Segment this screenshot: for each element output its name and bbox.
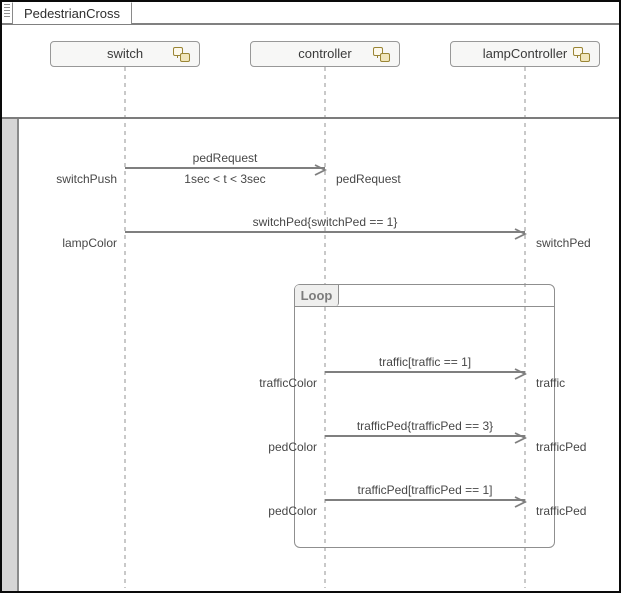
chart-badge-icon [173, 47, 190, 62]
lifeline-switch[interactable] [124, 67, 126, 588]
tab-bar: PedestrianCross [2, 2, 619, 25]
lifeline-name-label: lampController [482, 46, 568, 61]
target-gate-label[interactable]: traffic [536, 376, 566, 390]
message-line [325, 432, 527, 444]
loop-operator-tab[interactable]: Loop [295, 285, 339, 306]
open-arrowhead-icon [514, 368, 527, 380]
message-label[interactable]: trafficPed{trafficPed == 3} [356, 419, 494, 433]
message-label[interactable]: switchPed{switchPed == 1} [252, 215, 398, 229]
lifeline-name-label: controller [298, 46, 352, 61]
lifeline-header-lampcontroller[interactable]: lampController [450, 41, 600, 67]
loop-operator-label: Loop [300, 288, 333, 303]
target-gate-label[interactable]: trafficPed [536, 440, 587, 454]
loop-fragment[interactable]: Loop [294, 284, 555, 548]
open-arrowhead-icon [314, 164, 327, 176]
target-gate-label[interactable]: trafficPed [536, 504, 587, 518]
target-gate-label[interactable]: pedRequest [336, 172, 401, 186]
left-panel-gutter[interactable] [2, 119, 19, 591]
message-line [125, 164, 327, 176]
message-line [325, 368, 527, 380]
chart-badge-icon [373, 47, 390, 62]
message-label[interactable]: traffic[traffic == 1] [378, 355, 472, 369]
source-gate-label[interactable]: pedColor [268, 440, 317, 454]
open-arrowhead-icon [514, 432, 527, 444]
source-gate-label[interactable]: trafficColor [259, 376, 317, 390]
message-constraint-label[interactable]: 1sec < t < 3sec [184, 172, 266, 186]
lifeline-lampcontroller[interactable] [524, 67, 526, 588]
lifeline-controller[interactable] [324, 67, 326, 588]
tab-pedestriancross[interactable]: PedestrianCross [12, 2, 132, 24]
target-gate-label[interactable]: switchPed [536, 236, 591, 250]
loop-fragment-header: Loop [295, 285, 554, 307]
source-gate-label[interactable]: pedColor [268, 504, 317, 518]
message-line [325, 496, 527, 508]
message-label[interactable]: trafficPed[trafficPed == 1] [357, 483, 493, 497]
source-gate-label[interactable]: switchPush [56, 172, 117, 186]
message-line [125, 228, 527, 240]
chart-badge-icon [573, 47, 590, 62]
lifeline-header-switch[interactable]: switch [50, 41, 200, 67]
open-arrowhead-icon [514, 496, 527, 508]
open-arrowhead-icon [514, 228, 527, 240]
tab-label: PedestrianCross [23, 6, 121, 21]
lifeline-header-controller[interactable]: controller [250, 41, 400, 67]
lifeline-name-label: switch [106, 46, 144, 61]
header-body-separator [2, 117, 619, 119]
drag-handle-icon[interactable] [4, 4, 10, 17]
source-gate-label[interactable]: lampColor [62, 236, 117, 250]
message-label[interactable]: pedRequest [192, 151, 258, 165]
